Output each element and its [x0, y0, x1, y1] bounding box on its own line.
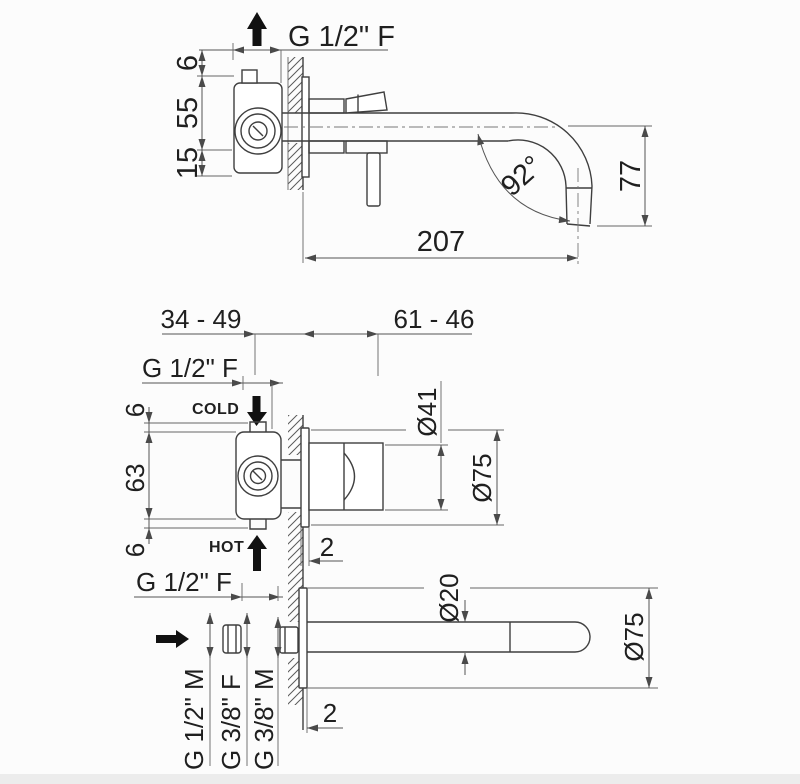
dim-plate-diameter-spout: Ø75 [619, 612, 649, 661]
dim-handle-diameter: Ø41 [412, 387, 442, 436]
spout-plan-view: G 1/2" M G 3/8" F G 3/8" M Ø20 Ø75 2 [156, 573, 658, 770]
lever-cap [345, 91, 388, 114]
hot-label: HOT [209, 539, 244, 556]
valve-body-front [235, 431, 282, 520]
angle-arc [477, 133, 571, 224]
front-view: 34 - 49 61 - 46 G 1/2" F COLD 6 63 6 [120, 304, 504, 730]
wall-hatch-upper [288, 57, 303, 113]
cold-thread-label: G 1/2" F [142, 353, 238, 383]
wall-thread-label: G 3/8" M [249, 668, 279, 770]
handle-knob [308, 442, 384, 511]
dim-body-height: 63 [120, 464, 150, 493]
wall-hatch-lower [288, 143, 303, 190]
adapter-fitting [222, 624, 242, 654]
dim-spout-diameter: Ø20 [434, 573, 464, 622]
dim-stub-top: 6 [120, 403, 150, 417]
lever-rod [366, 152, 381, 207]
spout-tube [307, 621, 591, 653]
adapter-thread-label: G 3/8" F [216, 674, 246, 770]
dim-plate-diameter-front: Ø75 [467, 453, 497, 502]
wall-hatch-1 [288, 415, 303, 455]
dim-stub-top-view: 6 [172, 55, 204, 71]
dim-angle: 92° [495, 150, 549, 203]
supply-thread-label: G 1/2" M [179, 668, 209, 770]
dim-drop: 77 [615, 160, 647, 192]
lever-sleeve [345, 140, 388, 154]
dim-plate-thickness-spout: 2 [323, 698, 337, 728]
dim-stub-bottom: 6 [120, 543, 150, 557]
escutcheon-plate-front [300, 427, 310, 528]
dim-protrusion-range: 61 - 46 [394, 304, 475, 334]
pipe-collar-bottom [308, 140, 345, 154]
wall-fitting-nut [279, 626, 299, 654]
dim-plate-thickness-front: 2 [320, 532, 334, 562]
cartridge-circle-outer [234, 107, 282, 155]
dim-below-top-view: 15 [172, 147, 204, 179]
top-thread-label: G 1/2" F [288, 21, 395, 53]
up-arrow-supply-icon [247, 12, 267, 46]
pipe-collar-top [308, 98, 345, 114]
spout-escutcheon [298, 587, 308, 689]
up-arrow-hot-icon [247, 535, 267, 571]
dim-body-top-view: 55 [172, 97, 204, 129]
handle-dome [343, 452, 356, 501]
hot-thread-label: G 1/2" F [136, 567, 232, 597]
down-arrow-cold-icon [247, 396, 267, 426]
bottom-strip [0, 774, 800, 784]
top-side-view: G 1/2" F 6 55 15 92° 77 207 [172, 12, 652, 266]
supply-stub-top [241, 69, 258, 84]
cold-label: COLD [192, 401, 239, 418]
dim-depth-range: 34 - 49 [161, 304, 242, 334]
dim-reach: 207 [417, 226, 465, 258]
right-arrow-supply-icon [156, 630, 189, 648]
